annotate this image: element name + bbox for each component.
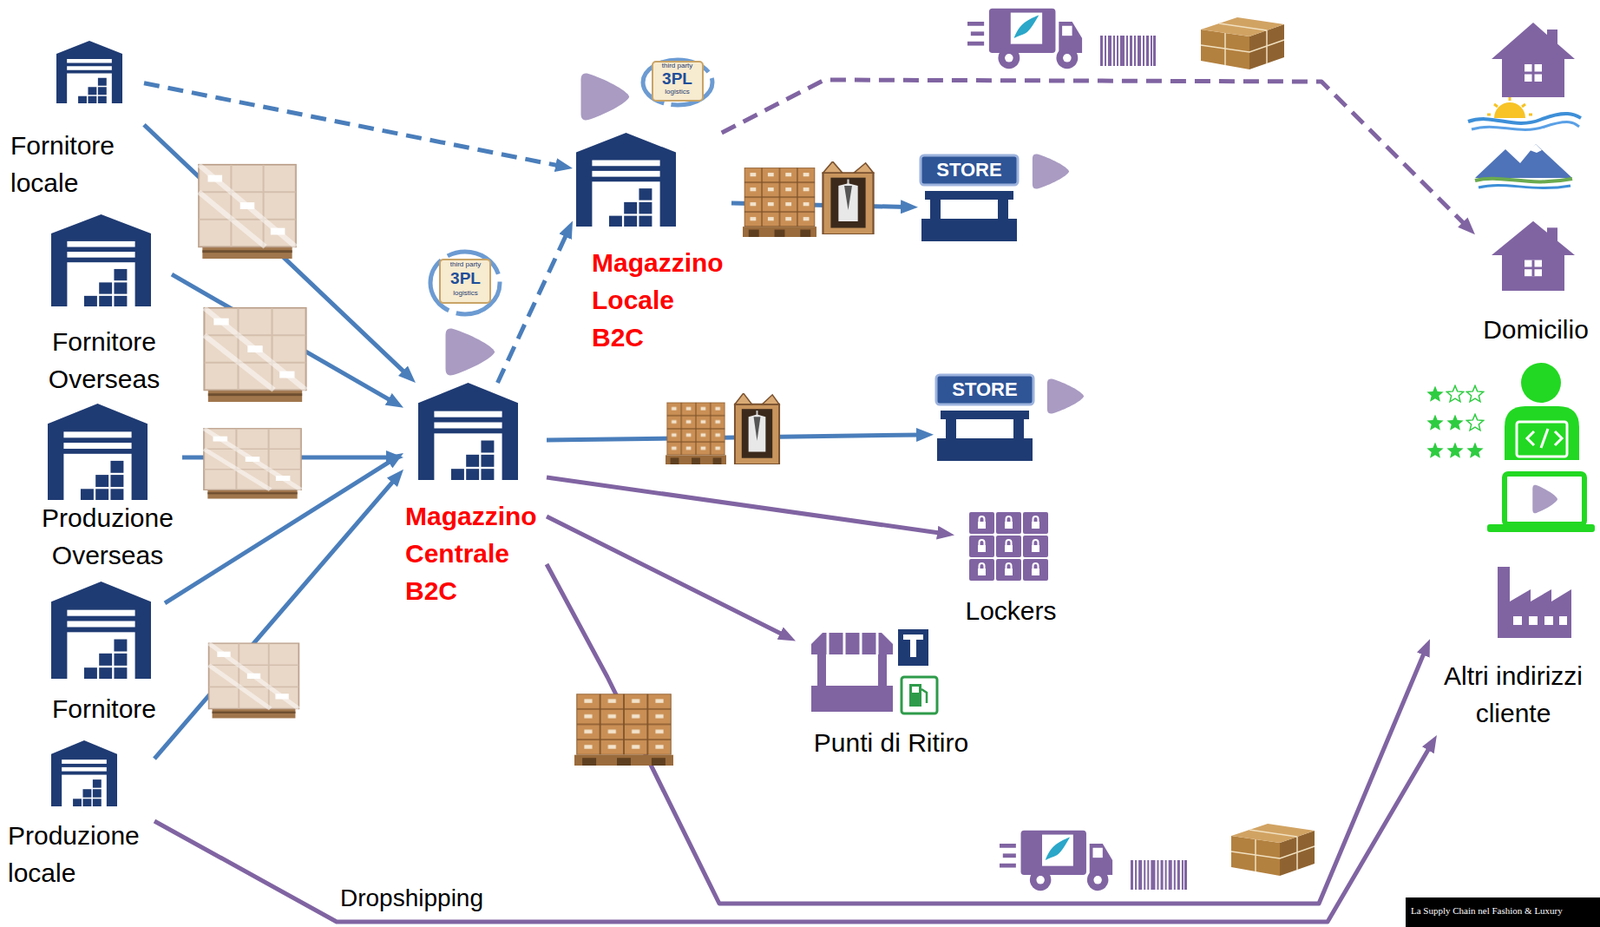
- warehouse-icon: [51, 740, 118, 807]
- logo-text: logistics: [640, 88, 715, 97]
- pickup-point: Punti di Ritiro: [795, 624, 987, 765]
- wrapped-pallet: [203, 428, 302, 499]
- node-label: Fornitore locale: [10, 126, 141, 202]
- flow-arrow: [546, 516, 785, 636]
- wrapped-pallet: [204, 308, 307, 402]
- store-icon: [920, 155, 1018, 242]
- wrapped-pallet: [198, 164, 296, 259]
- node-label: Fornitore: [46, 689, 162, 728]
- mountain-icon: [1475, 144, 1573, 189]
- logo-text: 3PL: [640, 70, 715, 89]
- store-icon: [936, 374, 1034, 461]
- parcel: [1231, 823, 1315, 876]
- play-mark: [1047, 378, 1084, 414]
- supplier-warehouse: Fornitore locale: [6, 40, 145, 205]
- wardrobe-box: [734, 393, 780, 465]
- pickup-shop-icon: [811, 632, 893, 712]
- node-label: Produzione Overseas: [36, 498, 179, 574]
- dashed-flow-arrow: [144, 83, 561, 167]
- node-label: STORE: [937, 375, 1033, 404]
- logo-text: third party: [640, 62, 715, 71]
- flow-arrow: [154, 745, 1431, 922]
- warehouse-icon: [56, 40, 123, 104]
- delivery-truck: [999, 830, 1113, 891]
- node-label: Magazzino Centrale B2C: [405, 497, 544, 610]
- flow-arrow: [171, 274, 394, 402]
- locker-point: Lockers: [954, 507, 1068, 633]
- node-label: Lockers: [957, 591, 1064, 630]
- edge-label: Dropshipping: [340, 884, 484, 912]
- play-mark: [580, 73, 630, 121]
- flow-arrow: [154, 478, 396, 759]
- node-label: Punti di Ritiro: [799, 723, 984, 761]
- other-address: Altri indirizzi cliente: [1429, 562, 1597, 735]
- fuel-sign: [901, 676, 938, 714]
- logo-text: third party: [428, 261, 503, 269]
- delivery-truck: [967, 8, 1082, 69]
- store: STORE: [933, 372, 1037, 463]
- node-label: Domicilio: [1478, 310, 1594, 348]
- dashed-flow-arrow: [497, 231, 568, 383]
- flow-arrow: [546, 563, 1426, 904]
- customer-figure: [1487, 362, 1595, 532]
- locker-icon: [969, 511, 1049, 581]
- warehouse-icon: [418, 382, 519, 480]
- house-icon: [1491, 221, 1575, 291]
- node-label: Fornitore Overseas: [39, 322, 169, 398]
- tobacco-sign: [898, 629, 929, 666]
- warehouse-icon: [51, 214, 151, 307]
- play-mark: [445, 328, 496, 376]
- factory-windows: [1513, 616, 1568, 625]
- warehouse-icon: [51, 581, 151, 679]
- logo-text: 3PL: [428, 269, 503, 289]
- production-warehouse: Produzione Overseas: [32, 403, 183, 578]
- production-warehouse: Produzione locale: [3, 740, 155, 895]
- store: STORE: [918, 152, 1021, 243]
- supplier-warehouse: Fornitore Overseas: [36, 214, 172, 401]
- seaside-icon: [1468, 97, 1581, 130]
- logo-text: logistics: [428, 289, 503, 298]
- home-address: Domicilio: [1475, 212, 1597, 352]
- carton-pallet: [665, 402, 727, 465]
- warehouse-icon: [576, 132, 676, 227]
- watermark-band: [1405, 897, 1600, 927]
- barcode: [1130, 859, 1187, 890]
- carton-pallet: [742, 167, 817, 237]
- rating-stars: [1426, 385, 1483, 458]
- local-warehouse: Magazzino Locale B2C: [572, 132, 732, 360]
- supplier-warehouse: Fornitore: [43, 581, 165, 731]
- flow-arrow: [546, 477, 943, 534]
- node-label: Produzione locale: [7, 816, 151, 892]
- carton-pallet: [574, 693, 674, 766]
- factory-icon: [1497, 566, 1572, 638]
- play-mark: [1032, 153, 1069, 189]
- wrapped-pallet: [209, 642, 300, 718]
- watermark: La Supply Chain nel Fashion & Luxury: [1410, 904, 1599, 916]
- house-icon: [1491, 22, 1575, 98]
- node-label: Altri indirizzi cliente: [1433, 656, 1594, 732]
- node-label: Magazzino Locale B2C: [591, 243, 728, 356]
- central-warehouse: Magazzino Centrale B2C: [403, 382, 547, 613]
- parcel: [1200, 17, 1285, 70]
- barcode: [1100, 35, 1156, 66]
- node-label: STORE: [921, 156, 1017, 184]
- warehouse-icon: [47, 403, 148, 500]
- wardrobe-box: [822, 161, 873, 235]
